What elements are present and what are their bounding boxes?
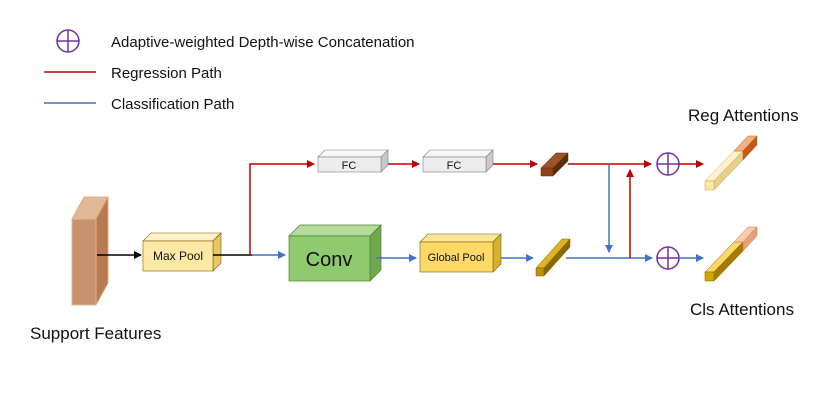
legend-regression-label: Regression Path: [111, 65, 222, 82]
fc-2-label: FC: [447, 160, 462, 172]
cls-attentions-label: Cls Attentions: [690, 300, 794, 319]
max-pool-block: [142, 232, 222, 272]
legend-classification-label: Classification Path: [111, 96, 234, 113]
cls-attention-vector: [704, 226, 758, 282]
support-features-slab: [71, 196, 109, 306]
global-pool-label: Global Pool: [428, 252, 485, 264]
cls-concat-icon: [656, 246, 680, 270]
conv-label: Conv: [306, 249, 353, 271]
fc-1-label: FC: [342, 160, 357, 172]
max-pool-label: Max Pool: [153, 249, 203, 263]
fc-block-2: [422, 149, 494, 173]
support-features-label: Support Features: [30, 324, 161, 343]
fc-block-1: [317, 149, 389, 173]
regression-vector: [540, 152, 569, 177]
concat-symbol-icon: [56, 29, 80, 53]
legend-concat-label: Adaptive-weighted Depth-wise Concatenati…: [111, 34, 415, 51]
legend: Adaptive-weighted Depth-wise Concatenati…: [44, 29, 415, 113]
classification-vector: [535, 238, 571, 277]
global-pool-block: [419, 233, 502, 273]
reg-attention-vector: [704, 135, 758, 191]
reg-attentions-label: Reg Attentions: [688, 106, 799, 125]
reg-concat-icon: [656, 152, 680, 176]
regression-branch-arrow: [249, 160, 315, 255]
conv-block: [288, 224, 382, 282]
